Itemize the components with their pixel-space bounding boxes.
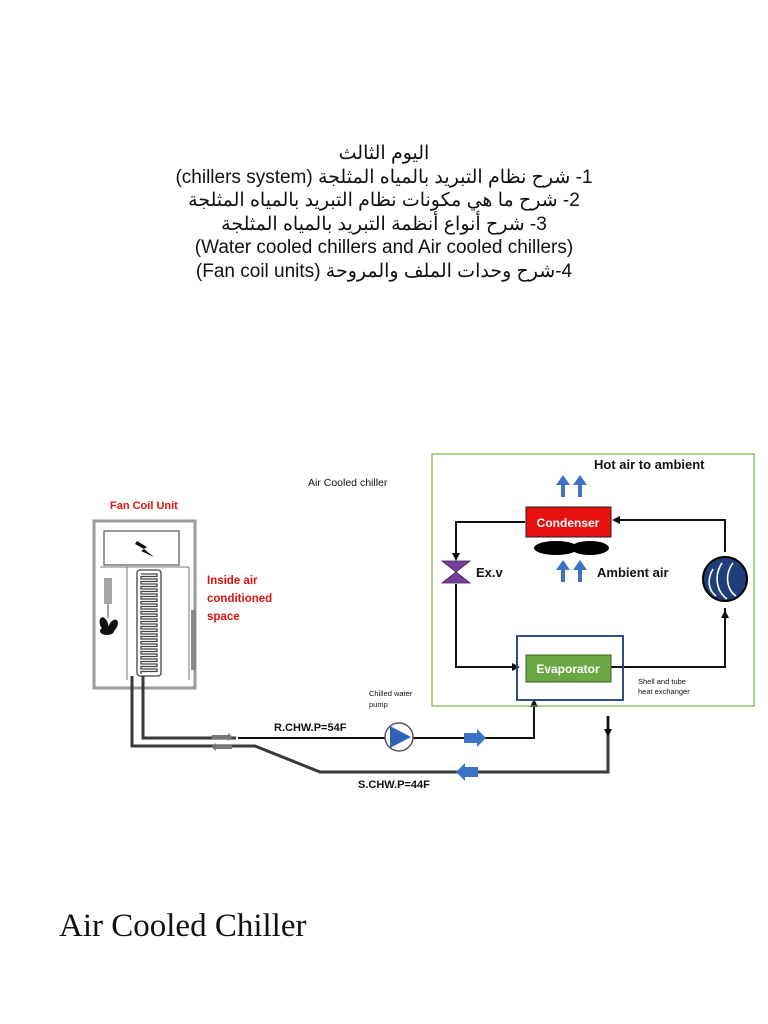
slide-caption: Air Cooled Chiller [59,908,307,944]
fan-coil-unit [92,519,197,690]
condenser [525,506,612,538]
evaporator-label: Evaporator [536,662,600,676]
chiller-system-diagram: Fan Coil Unit Inside air conditioned spa… [92,453,755,791]
header-item-1: 1- شرح نظام التبريد بالمياه المثلجة (chi… [175,166,593,188]
return-pressure-label: R.CHW.P=54F [274,722,347,734]
chiller-frame [431,453,755,707]
supply-pressure-label: S.CHW.P=44F [358,779,430,791]
pump-label: Chilled water pump [369,689,414,709]
compressor-icon [702,556,748,602]
hot-air-arrows-icon [556,475,587,497]
chilled-water-pump [384,722,414,752]
flow-arrow-right-icon [464,729,486,747]
condenser-fans-icon [534,541,609,555]
return-line [238,700,535,739]
inside-air-label: Inside air conditioned space [207,575,275,623]
fan-icon [99,617,118,635]
expansion-valve-icon [440,560,472,584]
header-item-4: 4-شرح وحدات الملف والمروحة (Fan coil uni… [195,260,573,282]
air-cooled-chiller-label: Air Cooled chiller [308,477,388,489]
condenser-label: Condenser [537,516,600,530]
cooling-coil [136,569,162,677]
expansion-valve-label: Ex.v [476,565,504,580]
flow-arrow-left-icon [456,763,478,781]
heat-exchanger-label: Shell and tube heat exchanger [638,677,690,696]
filter-icon [104,578,112,604]
refrigerant-loop [455,519,726,668]
header-item-3: 3- شرح أنواع أنظمة التبريد بالمياه المثل… [221,213,547,235]
chilled-water-piping [130,676,610,774]
evaporator [525,654,612,683]
fan-coil-unit-label: Fan Coil Unit [110,500,178,512]
hot-air-label: Hot air to ambient [594,457,705,472]
lesson-header: اليوم الثالث 1- شرح نظام التبريد بالمياه… [0,142,768,283]
header-item-2: 2- شرح ما هي مكونات نظام التبريد بالمياه… [188,190,580,211]
header-item-3-english: (Water cooled chillers and Air cooled ch… [194,237,574,258]
evaporator-frame [516,635,624,701]
header-day-title: اليوم الثالث [338,143,430,164]
ambient-air-arrows-icon [556,560,587,582]
ambient-air-label: Ambient air [597,565,669,580]
fan-motor-icon [135,541,154,557]
